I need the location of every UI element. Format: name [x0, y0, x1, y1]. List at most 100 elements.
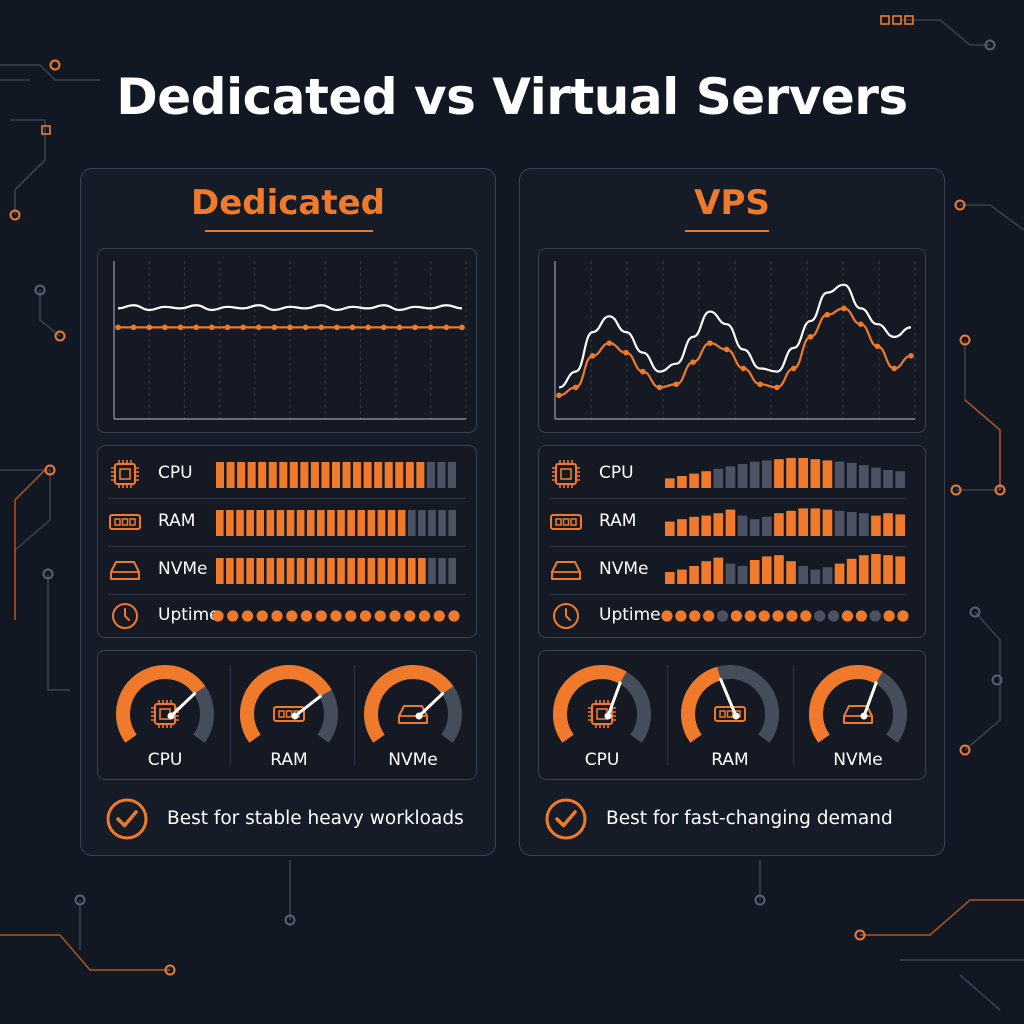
usage-bar — [367, 510, 376, 536]
usage-bar — [713, 468, 724, 488]
ram-usage-bars — [665, 508, 905, 536]
circuit-pad — [904, 15, 914, 25]
clock-icon — [549, 600, 583, 632]
usage-bar — [859, 465, 869, 488]
series-point-orange — [891, 365, 898, 372]
circuit-node — [34, 284, 46, 296]
series-point-orange — [177, 324, 184, 331]
usage-bar — [786, 561, 796, 584]
series-line-white — [117, 304, 463, 312]
usage-bar — [384, 462, 393, 488]
usage-bar — [665, 521, 675, 536]
divider — [667, 665, 668, 765]
dedicated-panel-title: Dedicated — [190, 183, 386, 223]
metric-label-ram: RAM — [599, 511, 637, 531]
uptime-dot — [315, 610, 327, 622]
usage-bar — [289, 462, 298, 488]
usage-bar — [437, 462, 446, 488]
metric-label-nvme: NVMe — [158, 559, 208, 579]
circuit-node — [74, 894, 86, 906]
series-point-orange — [606, 340, 613, 346]
usage-bar — [677, 476, 687, 488]
gauge-label-ram: RAM — [711, 750, 749, 770]
usage-bar — [327, 558, 335, 584]
check-circle-icon — [545, 798, 587, 840]
circuit-trace-accent — [0, 934, 170, 971]
usage-bar — [798, 566, 808, 584]
gauge-needle — [862, 681, 878, 718]
usage-bar — [416, 462, 425, 488]
circuit-node — [984, 39, 996, 51]
series-point-orange — [874, 343, 881, 350]
usage-bar — [216, 558, 224, 584]
series-point-orange — [302, 324, 309, 331]
dedicated-metrics: CPU RAM NVMe Uptime — [97, 445, 477, 638]
usage-bar — [337, 558, 345, 584]
series-point-orange — [271, 324, 278, 331]
uptime-dot — [841, 610, 854, 622]
gauge-hub — [415, 712, 423, 720]
usage-bar — [701, 561, 711, 584]
usage-bar — [701, 471, 711, 488]
gauge-fill — [240, 665, 332, 743]
uptime-dots — [212, 610, 460, 622]
usage-bar — [258, 462, 267, 488]
uptime-dot — [730, 610, 743, 622]
uptime-dot — [758, 610, 770, 622]
uptime-dot — [744, 610, 756, 622]
usage-bar — [347, 558, 355, 584]
series-point-orange — [673, 381, 680, 388]
series-point-orange — [774, 384, 780, 391]
usage-bar — [762, 460, 772, 488]
metric-label-uptime: Uptime — [158, 605, 220, 625]
usage-bar — [871, 554, 881, 584]
usage-bar — [798, 508, 808, 536]
uptime-dot — [256, 610, 268, 622]
gauge-needle — [606, 681, 622, 718]
usage-bar — [883, 513, 893, 536]
series-line-white — [558, 283, 912, 389]
recommendation-text: Best for fast-changing demand — [606, 808, 893, 829]
metric-label-uptime: Uptime — [599, 605, 661, 625]
usage-bar — [859, 513, 869, 536]
usage-bar — [337, 510, 345, 536]
usage-bar — [377, 558, 386, 584]
series-point-orange — [255, 324, 262, 331]
circuit-node — [49, 59, 61, 71]
gauge-hub — [604, 712, 612, 720]
vps-load-chart — [538, 248, 926, 433]
usage-bar — [397, 558, 406, 584]
divider — [108, 498, 466, 499]
usage-bar — [883, 555, 893, 584]
circuit-node — [9, 209, 21, 221]
circuit-trace — [47, 574, 70, 691]
divider — [793, 665, 794, 765]
gauge-ram: RAM — [234, 659, 344, 777]
usage-bar — [438, 558, 446, 584]
usage-bar — [448, 558, 456, 584]
nvme-gauge-dial — [809, 665, 907, 743]
uptime-dot — [814, 610, 826, 622]
usage-bar — [834, 510, 845, 536]
usage-bar — [377, 510, 386, 536]
gauge-label-cpu: CPU — [147, 750, 183, 770]
usage-bar — [883, 470, 893, 488]
metric-row-nvme: NVMe — [549, 550, 909, 590]
cpu-icon — [549, 458, 583, 490]
usage-bar — [665, 478, 675, 488]
uptime-dot — [271, 610, 283, 622]
usage-bar — [327, 510, 335, 536]
usage-bar — [762, 556, 772, 584]
usage-bar — [357, 510, 366, 536]
usage-bar — [713, 557, 724, 584]
gauge-label-ram: RAM — [270, 750, 308, 770]
usage-bar — [677, 569, 687, 584]
uptime-dot — [300, 610, 313, 622]
uptime-dot — [286, 610, 298, 622]
usage-bar — [317, 510, 325, 536]
usage-bar — [321, 462, 330, 488]
usage-bar — [749, 519, 760, 536]
usage-bar — [342, 462, 351, 488]
uptime-dot — [345, 610, 357, 622]
